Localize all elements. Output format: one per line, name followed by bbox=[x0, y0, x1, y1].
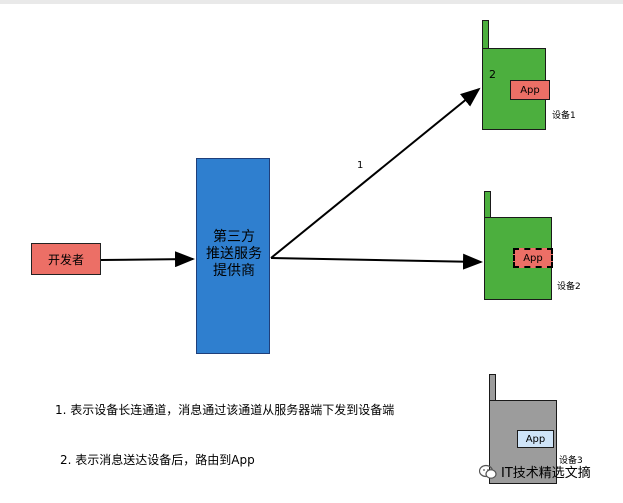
device1-step-label: 2 bbox=[489, 68, 496, 81]
device2-app-box: App bbox=[513, 248, 553, 268]
device1-app-box: App bbox=[510, 80, 550, 100]
watermark: IT技术精选文摘 bbox=[479, 462, 591, 481]
device1-app-label: App bbox=[520, 84, 540, 96]
wechat-icon bbox=[479, 464, 497, 479]
push-service-label: 第三方 推送服务 提供商 bbox=[197, 229, 271, 280]
arrow-service-to-device2 bbox=[270, 253, 483, 270]
device2-app-label: App bbox=[523, 252, 543, 264]
push-service-line: 提供商 bbox=[213, 263, 255, 279]
push-service-line: 第三方 bbox=[213, 229, 255, 245]
arrow-service-to-device1 bbox=[270, 87, 481, 259]
top-border bbox=[0, 0, 623, 4]
arrow-step-label: 1 bbox=[357, 160, 364, 171]
device3-app-label: App bbox=[525, 433, 546, 445]
push-service-box: 第三方 推送服务 提供商 bbox=[196, 158, 270, 354]
arrow-developer-to-service bbox=[100, 251, 195, 268]
note-1: 1. 表示设备长连通道，消息通过该通道从服务器端下发到设备端 bbox=[55, 403, 395, 417]
device3-app-box: App bbox=[517, 430, 554, 448]
developer-label: 开发者 bbox=[47, 252, 84, 267]
watermark-text: IT技术精选文摘 bbox=[501, 466, 591, 481]
push-service-line: 推送服务 bbox=[206, 246, 262, 262]
device3-label: 设备3 bbox=[559, 456, 583, 466]
device1-antenna bbox=[482, 20, 489, 50]
device2-label: 设备2 bbox=[557, 282, 581, 292]
device1-label: 设备1 bbox=[552, 111, 576, 121]
developer-box: 开发者 bbox=[31, 243, 101, 275]
note-2: 2. 表示消息送达设备后，路由到App bbox=[60, 453, 255, 467]
